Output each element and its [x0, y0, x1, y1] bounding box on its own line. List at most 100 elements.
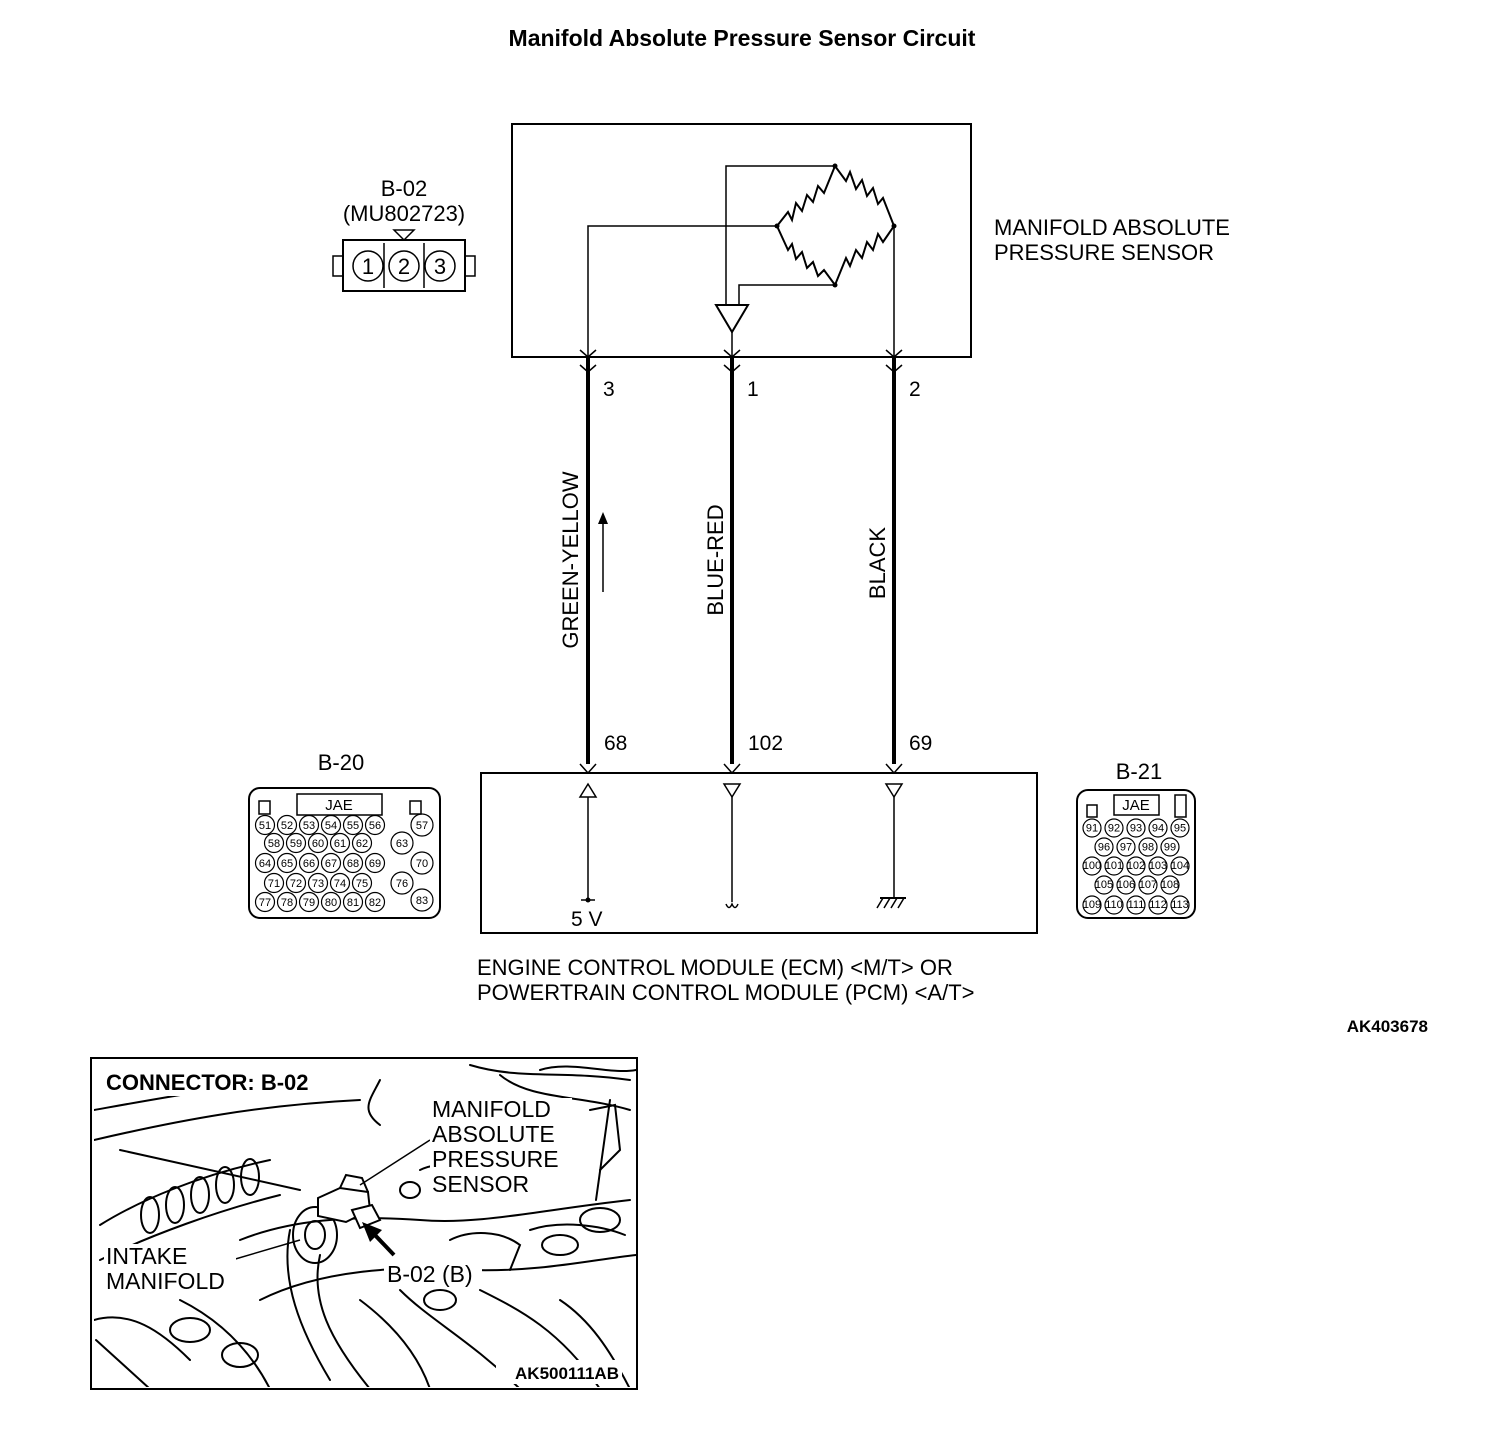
- connector-cavity: [329, 872, 351, 894]
- cavity-number: 81: [347, 897, 359, 909]
- cavity-number: 57: [416, 820, 428, 832]
- connector-cavity: [285, 872, 307, 894]
- connector-cavity: [390, 871, 414, 895]
- cavity-number: 56: [369, 820, 381, 832]
- connector-cavity: [410, 813, 434, 837]
- cavity-number: 66: [303, 858, 315, 870]
- connector-cavity: [320, 891, 342, 913]
- cavity-number: 97: [1120, 842, 1132, 854]
- connector-cavity: [342, 891, 364, 913]
- photo-manifold-label-2: MANIFOLD: [106, 1268, 225, 1294]
- photo-sensor-label-3: PRESSURE: [432, 1146, 559, 1172]
- cavity-number: 102: [1127, 860, 1145, 872]
- cavity-number: 67: [325, 858, 337, 870]
- cavity-number: 103: [1149, 860, 1167, 872]
- ecm-box: [480, 763, 1038, 934]
- cavity-number: 52: [281, 820, 293, 832]
- cavity-number: 69: [369, 858, 381, 870]
- ecm-pin-68: 68: [604, 732, 627, 755]
- connector-cavity: [410, 851, 434, 875]
- photo-sensor-label-4: SENSOR: [432, 1171, 529, 1197]
- connector-cavity: [364, 814, 386, 836]
- connector-cavity: [1082, 856, 1102, 876]
- cavity-number: 58: [268, 838, 280, 850]
- connector-b02-name: B-02: [381, 176, 427, 201]
- diagram-title: Manifold Absolute Pressure Sensor Circui…: [509, 25, 976, 51]
- sensor-pin-2: 2: [909, 378, 921, 401]
- cavity-number: 93: [1130, 823, 1142, 835]
- cavity-number: 96: [1098, 842, 1110, 854]
- wire-color-green-yellow: GREEN-YELLOW: [558, 471, 583, 648]
- connector-lock-icon: [392, 229, 416, 242]
- cavity-number: 80: [325, 897, 337, 909]
- connector-cavity: [263, 832, 285, 854]
- cavity-number: 91: [1086, 823, 1098, 835]
- connector-cavity: [364, 891, 386, 913]
- connector-cavity: [1116, 875, 1136, 895]
- connector-cavity: [320, 814, 342, 836]
- connector-cavity: [1148, 895, 1168, 915]
- cavity-number: 94: [1152, 823, 1164, 835]
- connector-cavity: [1160, 875, 1180, 895]
- cavity-number: 59: [290, 838, 302, 850]
- ecm-pin-102: 102: [748, 732, 783, 755]
- connector-cavity: [263, 872, 285, 894]
- connector-cavity: [1126, 818, 1146, 838]
- cavity-number: 61: [334, 838, 346, 850]
- connector-cavity: [1116, 837, 1136, 857]
- connector-cavity: [1170, 818, 1190, 838]
- connector-cavity: [320, 852, 342, 874]
- cavity-number: 77: [259, 897, 271, 909]
- connector-cavity: [1082, 895, 1102, 915]
- cavity-number: 109: [1083, 899, 1101, 911]
- sensor-label-line2: PRESSURE SENSOR: [994, 240, 1214, 265]
- connector-cavity: [342, 814, 364, 836]
- ecm-5v-label: 5 V: [571, 908, 603, 931]
- cavity-number: 60: [312, 838, 324, 850]
- connector-cavity: [307, 832, 329, 854]
- connector-cavity: [1082, 818, 1102, 838]
- connector-cavity: [1126, 895, 1146, 915]
- connector-cavity: [351, 832, 373, 854]
- figure-code: AK403678: [1347, 1017, 1428, 1036]
- cavity-number: 75: [356, 878, 368, 890]
- connector-cavity: [1138, 837, 1158, 857]
- connector-cavity: [1126, 856, 1146, 876]
- connector-cavity: [1160, 837, 1180, 857]
- cavity-number: 82: [369, 897, 381, 909]
- connector-cavity: [364, 852, 386, 874]
- connector-cavity: [285, 832, 307, 854]
- cavity-number: 110: [1105, 899, 1123, 911]
- cavity-number: 70: [416, 858, 428, 870]
- amplifier-icon: [714, 304, 750, 334]
- cavity-number: 105: [1095, 879, 1113, 891]
- sensor-box: [511, 123, 972, 373]
- cavity-number: 64: [259, 858, 271, 870]
- connector-cavity: [390, 831, 414, 855]
- cavity-number: 98: [1142, 842, 1154, 854]
- cavity-2: 2: [398, 254, 410, 279]
- cavity-number: 72: [290, 878, 302, 890]
- cavity-number: 104: [1171, 860, 1189, 872]
- sensor-label-line1: MANIFOLD ABSOLUTE: [994, 215, 1230, 240]
- connector-cavity: [276, 852, 298, 874]
- connector-cavity: [254, 814, 276, 836]
- connector-cavity: [1104, 895, 1124, 915]
- connector-cavity: [276, 814, 298, 836]
- connector-cavity: [1170, 895, 1190, 915]
- connector-cavity: [307, 872, 329, 894]
- cavity-number: 111: [1128, 899, 1145, 911]
- connector-cavity: [298, 891, 320, 913]
- cavity-number: 63: [396, 838, 408, 850]
- cavity-3: 3: [434, 254, 446, 279]
- connector-cavity: [276, 891, 298, 913]
- cavity-number: 79: [303, 897, 315, 909]
- sensor-pin-3: 3: [603, 378, 615, 401]
- cavity-number: 101: [1105, 860, 1123, 872]
- connector-cavity: [254, 891, 276, 913]
- cavity-number: 51: [259, 820, 271, 832]
- cavity-number: 83: [416, 895, 428, 907]
